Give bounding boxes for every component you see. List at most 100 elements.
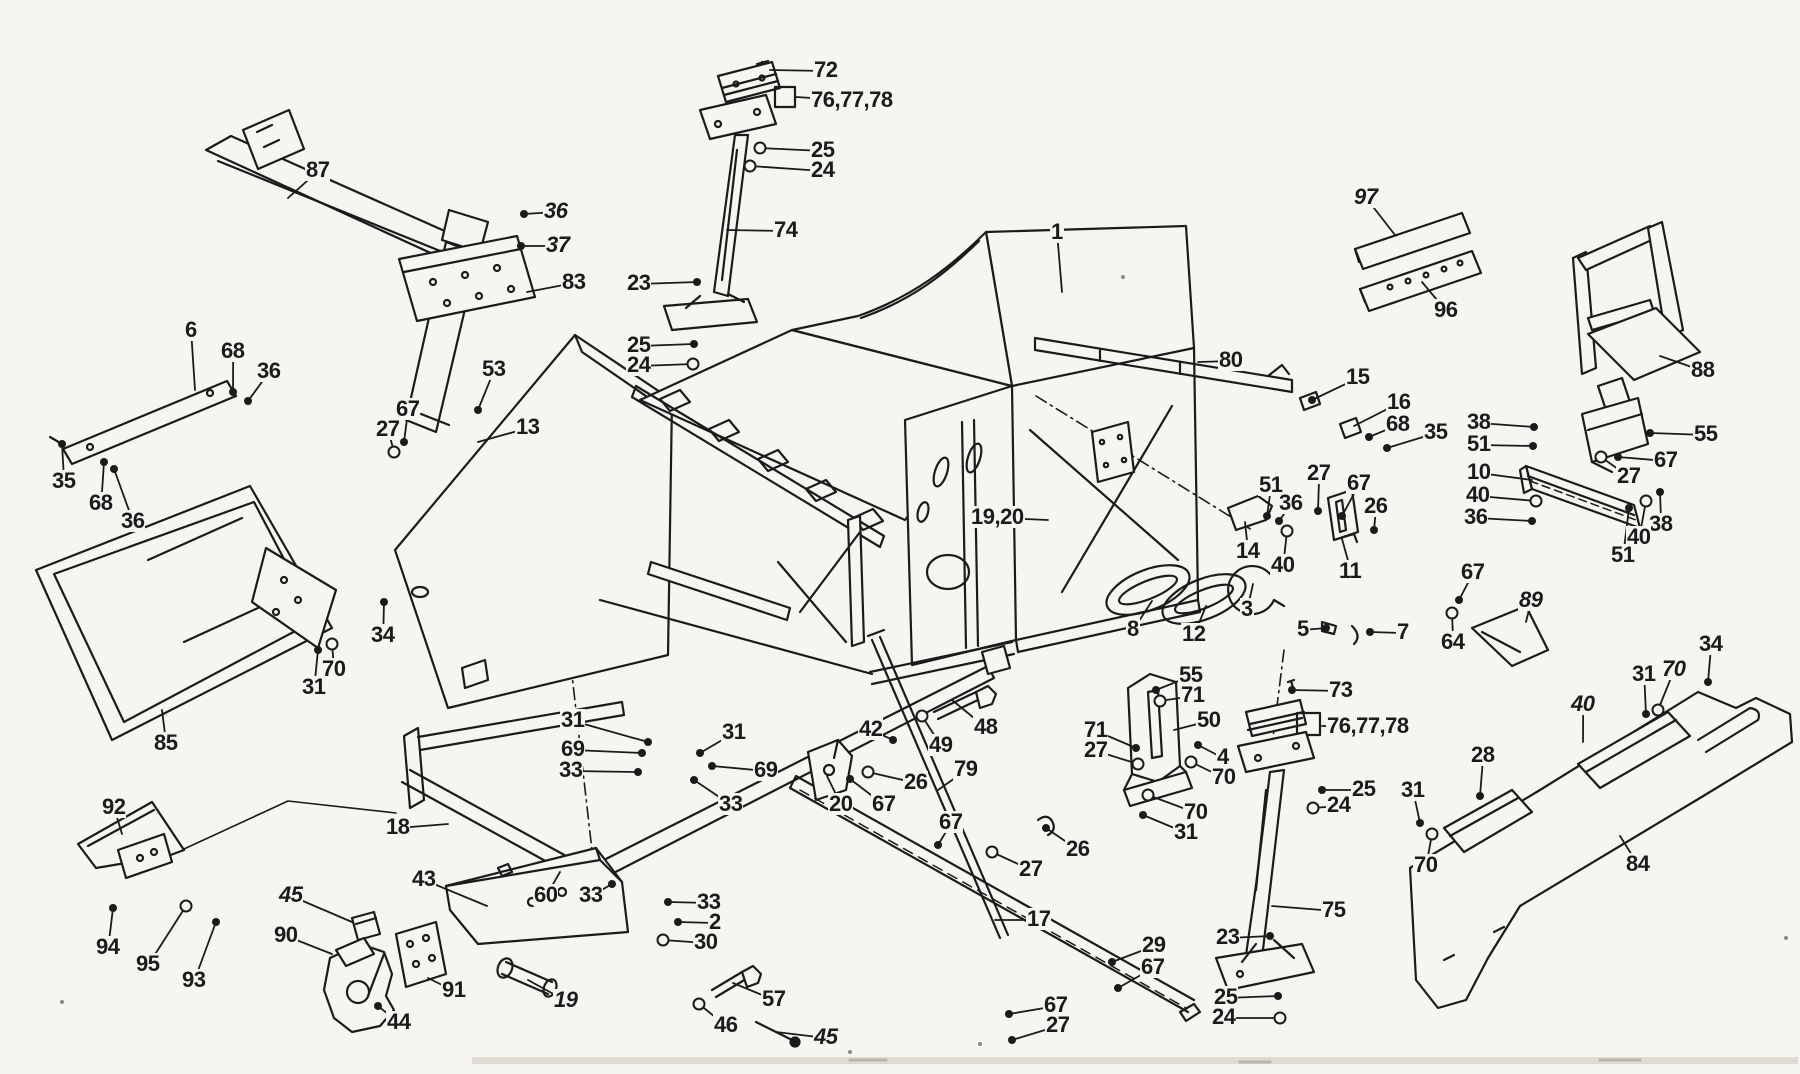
part-label-33: 33	[718, 791, 744, 816]
part-label-31: 31	[1400, 777, 1426, 802]
part-label-27: 27	[1083, 737, 1109, 762]
part-label-20: 20	[828, 791, 854, 816]
part-label-87: 87	[305, 157, 331, 182]
fastener-dot	[374, 1002, 382, 1010]
part-label-70: 70	[1661, 656, 1687, 681]
part-label-79: 79	[953, 756, 979, 781]
part-label-67: 67	[1653, 447, 1679, 472]
part-label-31: 31	[301, 674, 327, 699]
washer-ring	[1131, 757, 1145, 771]
part-label-35: 35	[1423, 419, 1449, 444]
part-label-31: 31	[1631, 661, 1657, 686]
washer-ring	[1639, 494, 1653, 508]
fastener-dot	[1642, 710, 1650, 718]
part-label-48: 48	[973, 714, 999, 739]
washer-ring	[656, 933, 670, 947]
part-label-25: 25	[1351, 776, 1377, 801]
side-rail-80	[1033, 336, 1294, 394]
part-label-55: 55	[1178, 662, 1204, 687]
part-label-74: 74	[773, 217, 799, 242]
part-label-8: 8	[1126, 616, 1140, 641]
fastener-dot	[517, 242, 525, 250]
part-label-44: 44	[386, 1009, 412, 1034]
part-label-26: 26	[1065, 836, 1091, 861]
part-label-67: 67	[1140, 954, 1166, 979]
part-label-25: 25	[810, 137, 836, 162]
part-label-30: 30	[693, 929, 719, 954]
washer-ring	[325, 637, 339, 651]
fastener-dot	[1288, 686, 1296, 694]
fastener-dot	[1476, 792, 1484, 800]
part-label-12: 12	[1181, 621, 1207, 646]
part-label-36: 36	[1278, 490, 1304, 515]
part-label-55: 55	[1693, 421, 1719, 446]
part-label-95: 95	[135, 951, 161, 976]
washer-ring	[692, 997, 706, 1011]
bracket-50	[1122, 672, 1194, 808]
part-label-2: 2	[708, 909, 722, 934]
washer-ring	[861, 765, 875, 779]
fastener-dot	[693, 278, 701, 286]
fastener-dot	[1366, 628, 1374, 636]
part-label-45: 45	[813, 1024, 839, 1049]
part-label-76-77-78: 76,77,78	[1326, 713, 1410, 738]
fastener-dot	[934, 841, 942, 849]
part-label-92: 92	[101, 794, 127, 819]
part-label-88: 88	[1690, 357, 1716, 382]
fastener-dot	[1455, 596, 1463, 604]
part-label-51: 51	[1258, 472, 1284, 497]
scan-speckles	[60, 275, 1788, 1054]
fastener-dot	[1042, 824, 1050, 832]
part-label-24: 24	[810, 157, 836, 182]
part-label-36: 36	[120, 508, 146, 533]
part-label-70: 70	[321, 656, 347, 681]
fastener-dot	[608, 880, 616, 888]
part-label-75: 75	[1321, 897, 1347, 922]
fastener-dot	[1656, 488, 1664, 496]
part-label-3: 3	[1240, 596, 1254, 621]
part-label-11: 11	[1338, 558, 1363, 583]
part-label-7: 7	[1396, 619, 1410, 644]
part-label-93: 93	[181, 967, 207, 992]
strip-96	[1358, 249, 1483, 313]
fastener-dot	[690, 340, 698, 348]
fastener-dot	[1308, 396, 1316, 404]
pin-7	[1350, 624, 1359, 646]
tube-loop-12	[1161, 573, 1247, 625]
fastener-dot	[1314, 507, 1322, 515]
part-label-10: 10	[1466, 459, 1492, 484]
part-label-67: 67	[395, 396, 421, 421]
body-frame	[868, 346, 1202, 686]
part-label-25: 25	[626, 332, 652, 357]
part-label-69: 69	[753, 757, 779, 782]
part-label-36: 36	[1463, 504, 1489, 529]
part-label-70: 70	[1413, 852, 1439, 877]
part-label-97: 97	[1353, 184, 1379, 209]
washer-ring	[1425, 827, 1439, 841]
part-label-4: 4	[1216, 744, 1230, 769]
fastener-dot	[58, 440, 66, 448]
bracket-20	[806, 738, 854, 802]
fastener-dot	[1266, 932, 1274, 940]
part-label-6: 6	[184, 317, 198, 342]
part-label-76-77-78: 76,77,78	[810, 87, 894, 112]
fastener-dot	[474, 406, 482, 414]
part-label-24: 24	[1326, 792, 1352, 817]
fastener-dot	[690, 776, 698, 784]
part-label-27: 27	[1616, 463, 1642, 488]
fastener-dot	[1625, 504, 1633, 512]
part-label-28: 28	[1470, 742, 1496, 767]
fastener-dot	[1275, 517, 1283, 525]
lower-frame-18	[400, 644, 1012, 998]
seat-frame-88	[1571, 220, 1702, 474]
bar-10	[1518, 464, 1642, 530]
part-label-67: 67	[1460, 559, 1486, 584]
part-label-53: 53	[481, 356, 507, 381]
part-label-68: 68	[1385, 411, 1411, 436]
fastener-dot	[380, 598, 388, 606]
washer-ring	[1529, 494, 1543, 508]
part-label-38: 38	[1648, 511, 1674, 536]
fastener-dot	[1139, 811, 1147, 819]
